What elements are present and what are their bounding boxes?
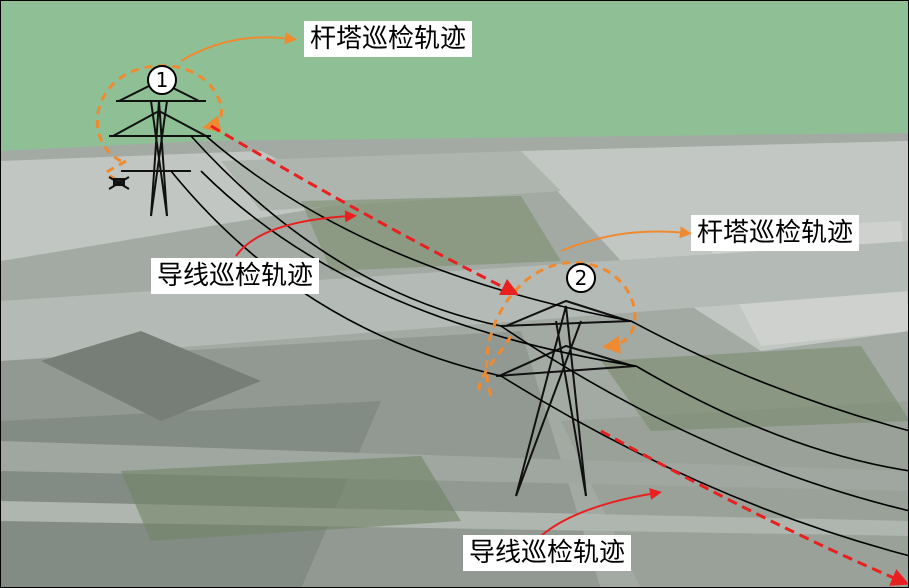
wire-path-label-2: 导线巡检轨迹: [463, 535, 632, 571]
tower-1-marker: 1: [147, 65, 177, 95]
tower-2: [495, 299, 637, 497]
tower-path-label-1: 杆塔巡检轨迹: [304, 21, 473, 57]
label-pointers: [180, 32, 692, 537]
tower-path-label-2: 杆塔巡检轨迹: [691, 215, 860, 251]
wire-path-label-1: 导线巡检轨迹: [151, 258, 320, 294]
conductor-wires: [170, 135, 908, 557]
wire-path-lines: [210, 124, 908, 586]
tower-1: [109, 79, 211, 217]
tower-2-marker: 2: [566, 263, 596, 293]
drone-icon: [108, 176, 130, 190]
